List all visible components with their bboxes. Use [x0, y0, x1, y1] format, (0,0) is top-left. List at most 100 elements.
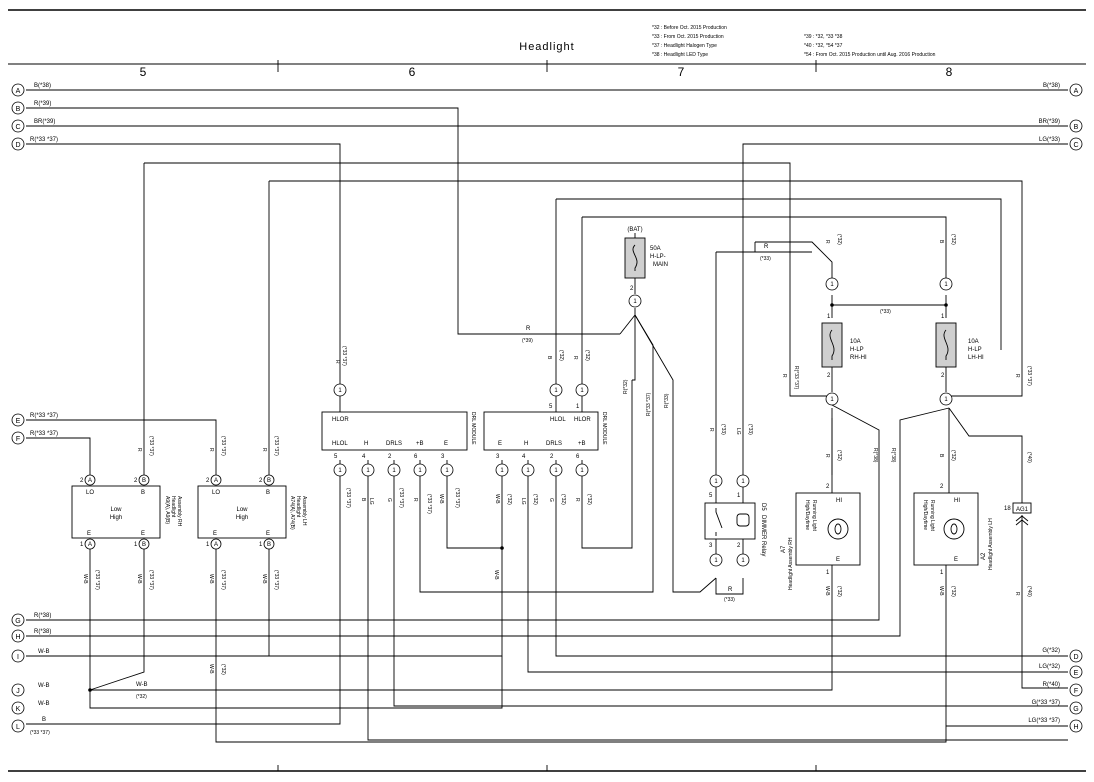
rail-terminal-h-right: HLG(*33 *37) — [1028, 718, 1083, 733]
svg-text:1: 1 — [830, 282, 834, 288]
svg-text:Headlight: Headlight — [170, 496, 176, 518]
svg-text:(*32): (*32) — [836, 586, 842, 597]
svg-text:1: 1 — [338, 388, 342, 394]
svg-text:5: 5 — [709, 493, 713, 499]
svg-text:(*33 *37): (*33 *37) — [220, 570, 226, 590]
svg-text:(*39): (*39) — [522, 338, 533, 344]
svg-text:B: B — [266, 490, 270, 496]
svg-text:R(*39): R(*39) — [34, 101, 51, 107]
svg-text:R: R — [572, 356, 578, 360]
svg-text:+B: +B — [416, 441, 424, 447]
svg-text:(*32): (*32) — [532, 494, 538, 505]
svg-text:2: 2 — [259, 478, 263, 484]
svg-text:(*32): (*32) — [950, 234, 956, 245]
rail-terminal-e: ER(*33 *37) — [11, 413, 58, 427]
svg-text:1: 1 — [576, 404, 580, 410]
svg-text:H-LP-: H-LP- — [650, 254, 666, 260]
svg-text:W-B: W-B — [438, 494, 444, 504]
svg-text:LG: LG — [368, 498, 374, 505]
svg-text:HLOR: HLOR — [574, 417, 591, 423]
svg-text:E: E — [954, 557, 958, 563]
column-number: 7 — [678, 65, 685, 79]
svg-text:3: 3 — [496, 454, 500, 460]
svg-text:(*33 *37): (*33 *37) — [345, 488, 351, 508]
svg-text:10A: 10A — [968, 339, 979, 345]
svg-text:5: 5 — [549, 404, 553, 410]
svg-text:Headlight Assembly LH: Headlight Assembly LH — [988, 518, 994, 570]
svg-text:(BAT): (BAT) — [627, 227, 642, 233]
svg-text:C: C — [1073, 142, 1078, 149]
svg-text:A: A — [16, 88, 21, 95]
svg-text:DIMMER Relay: DIMMER Relay — [760, 515, 766, 556]
rail-terminal-l: LB — [11, 717, 46, 733]
svg-text:E: E — [266, 531, 270, 537]
svg-text:DRL MODULE: DRL MODULE — [470, 412, 476, 445]
svg-text:1: 1 — [526, 468, 530, 474]
rail-terminal-c-right: CLG(*33) — [1039, 137, 1083, 151]
svg-text:6: 6 — [576, 454, 580, 460]
svg-text:R: R — [136, 448, 142, 452]
svg-text:(*33): (*33) — [720, 424, 726, 435]
svg-text:B: B — [142, 542, 146, 548]
svg-text:R: R — [728, 587, 733, 593]
svg-text:D5: D5 — [760, 503, 766, 511]
svg-text:A9(A), A9(B): A9(A), A9(B) — [164, 496, 170, 524]
rail-terminal-i: IW-B — [11, 649, 50, 663]
junction-dot — [88, 688, 92, 692]
svg-text:10A: 10A — [850, 339, 861, 345]
junction-dot — [500, 546, 504, 550]
svg-text:1: 1 — [827, 314, 831, 320]
svg-text:(*32): (*32) — [836, 450, 842, 461]
svg-text:High/Daytime: High/Daytime — [804, 500, 810, 530]
rail-terminal-j: JW-B — [11, 683, 50, 697]
svg-text:1: 1 — [714, 479, 718, 485]
svg-text:W-B: W-B — [938, 586, 944, 596]
svg-text:1: 1 — [418, 468, 422, 474]
svg-text:W-B: W-B — [208, 574, 214, 584]
svg-text:H: H — [15, 634, 20, 641]
svg-text:1: 1 — [445, 468, 449, 474]
svg-text:W-B: W-B — [136, 682, 148, 688]
svg-text:E: E — [87, 531, 91, 537]
svg-text:C: C — [15, 124, 20, 131]
svg-text:(*32): (*32) — [136, 694, 147, 700]
svg-text:G: G — [15, 618, 20, 625]
svg-text:BR(*39): BR(*39) — [1039, 119, 1060, 125]
svg-text:A: A — [88, 542, 92, 548]
svg-text:1: 1 — [941, 314, 945, 320]
svg-text:E: E — [1074, 670, 1079, 677]
note: *39 : *32, *33 *38 — [804, 34, 843, 40]
rail-terminal-g-right: GG(*33 *37) — [1032, 700, 1083, 715]
svg-text:LG: LG — [735, 428, 741, 435]
diagram-title: Headlight — [519, 41, 574, 53]
svg-text:W-B: W-B — [136, 574, 142, 584]
svg-text:(*32): (*32) — [586, 494, 592, 505]
svg-text:(*32): (*32) — [558, 350, 564, 361]
svg-text:(*33): (*33) — [747, 424, 753, 435]
svg-text:+B: +B — [578, 441, 586, 447]
svg-text:1: 1 — [633, 299, 637, 305]
svg-text:E: E — [16, 418, 21, 425]
svg-text:E: E — [444, 441, 448, 447]
svg-text:(*33 *37): (*33 *37) — [426, 494, 432, 514]
note: *54 : From Oct. 2015 Production until Au… — [804, 52, 936, 58]
svg-text:R(*32): R(*32) — [623, 379, 629, 394]
svg-text:3: 3 — [709, 543, 713, 549]
rail-terminal-b-right: BBR(*39) — [1039, 119, 1083, 133]
svg-text:6: 6 — [414, 454, 418, 460]
svg-text:W-B: W-B — [38, 683, 50, 689]
svg-text:DRLS: DRLS — [546, 441, 562, 447]
rail-terminal-a-right: AB(*38) — [1043, 83, 1083, 97]
svg-text:R(*33): R(*33) — [664, 393, 670, 408]
svg-text:R(*40): R(*40) — [1043, 682, 1060, 688]
svg-text:18: 18 — [1004, 506, 1011, 512]
svg-text:R(*38): R(*38) — [872, 448, 878, 463]
svg-text:W-B: W-B — [82, 574, 88, 584]
rail-terminal-a: AB(*38) — [11, 83, 51, 97]
svg-text:R: R — [526, 326, 531, 332]
svg-text:High: High — [110, 515, 122, 521]
svg-text:2: 2 — [826, 484, 830, 490]
svg-text:H-LP: H-LP — [850, 347, 864, 353]
svg-text:B: B — [938, 454, 944, 458]
svg-text:W-B: W-B — [38, 649, 50, 655]
